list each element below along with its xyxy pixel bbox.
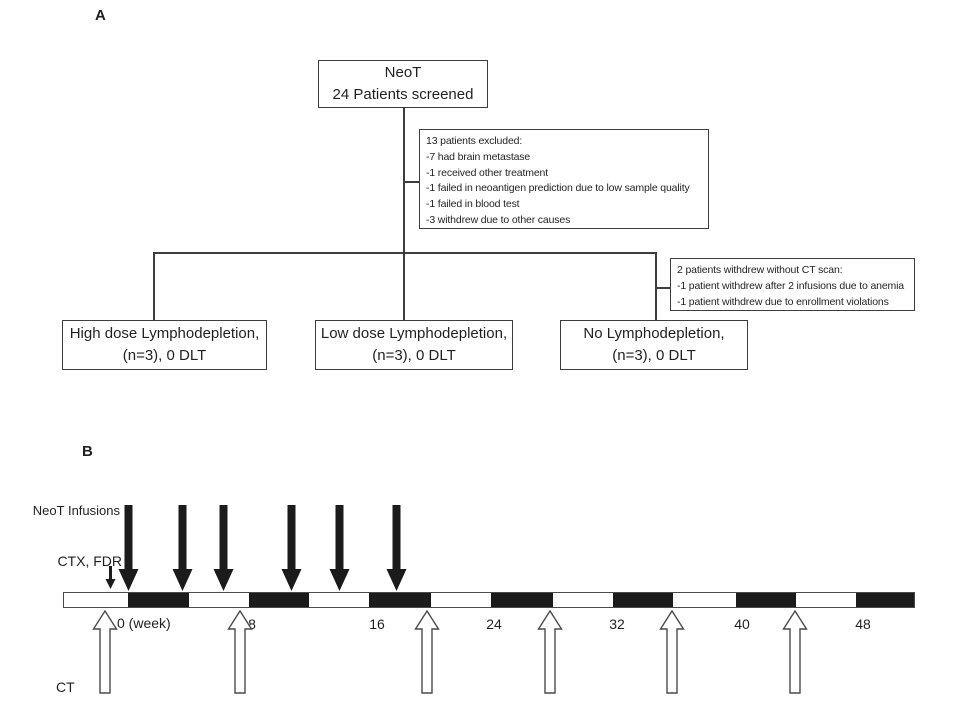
arm-box-high-dose: High dose Lymphodepletion, (n=3), 0 DLT [62, 320, 267, 370]
arm-box-no-lymphodepletion: No Lymphodepletion, (n=3), 0 DLT [560, 320, 748, 370]
panel-b-label: B [82, 443, 93, 460]
ctx-arrow-icon [105, 566, 116, 589]
infusion-arrow-icon [213, 505, 234, 591]
timeline-segment-black [491, 593, 553, 607]
excluded-line: -3 withdrew due to other causes [426, 213, 571, 226]
ct-arrow-icon [659, 610, 685, 694]
connector-branch-horizontal [153, 252, 656, 254]
screening-box-line2: 24 Patients screened [332, 86, 474, 103]
infusion-arrow-icon [386, 505, 407, 591]
arm-box-line: No Lymphodepletion, [583, 325, 725, 343]
connector-to-withdrew-box [655, 287, 670, 289]
timeline-segment-black [856, 593, 914, 607]
infusion-arrow-icon [329, 505, 350, 591]
excluded-line: -1 failed in blood test [426, 198, 520, 210]
excluded-box: 13 patients excluded: -7 had brain metas… [419, 129, 709, 229]
infusions-label: NeoT Infusions [32, 503, 120, 518]
ctx-fdr-label: CTX, FDR [57, 553, 122, 569]
ct-arrow-icon [227, 610, 253, 694]
ct-arrow-icon [537, 610, 563, 694]
week-label-40: 40 [734, 616, 750, 632]
withdrew-line: 2 patients withdrew without CT scan: [677, 264, 843, 276]
excluded-line: 13 patients excluded: [426, 135, 523, 147]
panel-a-label: A [95, 7, 106, 24]
arm-box-low-dose: Low dose Lymphodepletion, (n=3), 0 DLT [315, 320, 513, 370]
infusion-arrow-icon [172, 505, 193, 591]
withdrew-line: -1 patient withdrew due to enrollment vi… [677, 295, 889, 308]
week-label-24: 24 [486, 616, 502, 632]
screening-box-line1: NeoT [384, 64, 422, 82]
withdrew-box: 2 patients withdrew without CT scan: -1 … [670, 258, 915, 311]
arm-box-line: High dose Lymphodepletion, [69, 325, 260, 343]
connector-drop-high [153, 252, 155, 320]
ct-arrow-icon [782, 610, 808, 694]
week-label-16: 16 [369, 616, 385, 632]
timeline-segment-black [249, 593, 309, 607]
week-label-32: 32 [609, 616, 625, 632]
ct-label: CT [56, 679, 75, 695]
arm-box-line: (n=3), 0 DLT [122, 347, 207, 364]
week-label-48: 48 [855, 616, 871, 632]
week-zero-label: 0 (week) [117, 615, 171, 631]
timeline-segment-black [128, 593, 189, 607]
withdrew-line: -1 patient withdrew after 2 infusions du… [677, 279, 904, 292]
excluded-line: -7 had brain metastase [426, 150, 531, 163]
connector-to-excluded-box [404, 181, 419, 183]
arm-box-line: (n=3), 0 DLT [612, 347, 696, 364]
infusion-arrow-icon [281, 505, 302, 591]
infusion-arrow-icon [118, 505, 139, 591]
timeline-segment-black [369, 593, 431, 607]
screening-box: NeoT 24 Patients screened [318, 60, 488, 108]
connector-drop-no [655, 252, 657, 320]
timeline-segment-black [613, 593, 673, 607]
arm-box-line: (n=3), 0 DLT [372, 347, 456, 364]
ct-arrow-icon [92, 610, 118, 694]
excluded-line: -1 failed in neoantigen prediction due t… [426, 182, 690, 195]
excluded-line: -1 received other treatment [426, 166, 549, 179]
ct-arrow-icon [414, 610, 440, 694]
connector-top-vertical [403, 108, 405, 320]
week-label-8: 8 [248, 616, 256, 632]
timeline-bar [63, 592, 915, 608]
arm-box-line: Low dose Lymphodepletion, [320, 325, 508, 343]
timeline-segment-black [736, 593, 796, 607]
